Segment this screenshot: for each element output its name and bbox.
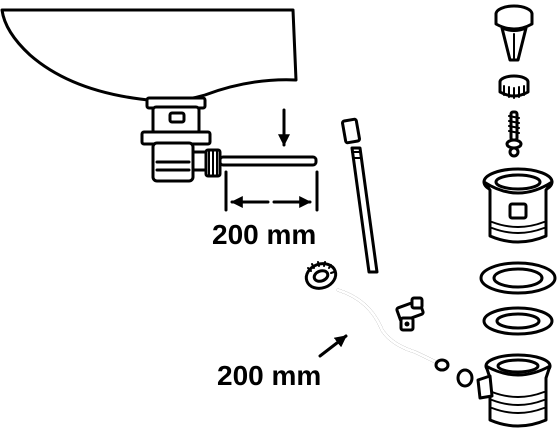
upper-dimension-arrows bbox=[224, 108, 319, 212]
clamp-connector bbox=[395, 296, 425, 332]
diagonal-arrow-icon bbox=[318, 334, 348, 358]
basin bbox=[0, 8, 298, 103]
curved-linkage-rod bbox=[336, 288, 450, 372]
threaded-screw bbox=[505, 110, 523, 158]
knurled-nut bbox=[304, 261, 338, 290]
sealing-washer-small bbox=[482, 306, 554, 336]
flanged-waste-body bbox=[482, 167, 554, 244]
lower-measurement-label: 200 mm bbox=[217, 360, 321, 391]
pop-up-waste-body bbox=[140, 96, 222, 183]
spider-guide bbox=[498, 74, 530, 99]
lower-waste-body bbox=[456, 353, 552, 428]
cap-knob bbox=[341, 117, 361, 145]
upper-measurement-label: 200 mm bbox=[212, 219, 316, 250]
plug-head bbox=[494, 4, 534, 62]
vertical-lift-rod bbox=[341, 117, 379, 274]
sealing-washer-large bbox=[479, 261, 557, 295]
horizontal-pull-rod bbox=[218, 155, 318, 167]
